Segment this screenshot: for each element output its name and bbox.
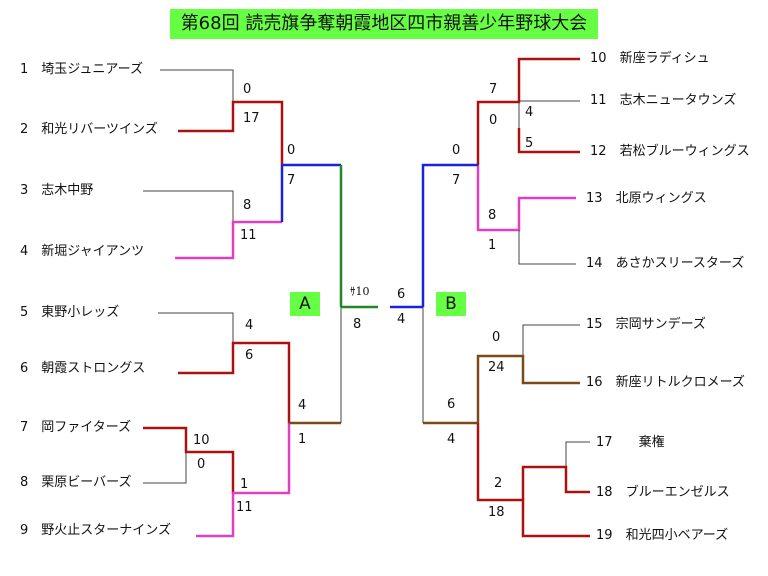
team-15: 15 宗岡サンデーズ [586,317,706,332]
score-team-2: 17 [243,111,260,126]
team-5: 5 東野小レッズ [20,305,120,320]
score-final-right-top: 6 [397,287,406,302]
line-team-4-win [175,220,282,260]
line-team-5 [158,312,234,343]
line-team-16-win [476,354,580,423]
score-team-18: 2 [494,476,503,491]
team-17: 17 棄権 [596,435,665,450]
score-r2-bottom: 7 [287,173,296,188]
line-team-2-win [178,100,284,165]
score-team-11: 4 [525,105,534,120]
line-team-6-win [178,341,291,423]
score-r3-bottom-right-a: 6 [447,397,456,412]
score-team-1: 0 [243,82,252,97]
team-10: 10 新座ラディシュ [590,51,710,66]
line-team-9-win [196,423,291,538]
score-team-16: 24 [488,360,505,375]
score-r2-10-bottom: 0 [489,113,498,128]
score-r2-top: 0 [287,143,296,158]
score-final-right-bottom: 4 [397,312,406,327]
team-16: 16 新座リトルクロメーズ [586,375,745,390]
team-4: 4 新堀ジャイアンツ [20,244,145,259]
half-a-label: A [290,292,320,316]
score-final-left: 8 [353,317,362,332]
team-12: 12 若松ブルーウィングス [590,144,750,159]
team-9: 9 野火止スターナインズ [20,523,172,538]
score-r2-78-bottom: 11 [236,500,253,515]
score-team-10: 7 [489,82,498,97]
half-b-label: B [436,292,466,316]
line-team-19-win [476,423,590,538]
score-team-13: 8 [488,208,497,223]
score-team-15: 0 [492,330,501,345]
team-13: 13 北原ウィングス [586,191,707,206]
score-team-12: 5 [525,136,534,151]
score-r3-top: 4 [298,398,307,413]
team-2: 2 和光リバーツインズ [20,122,158,137]
score-team-7: 10 [193,433,210,448]
score-r3-bottom: 1 [298,432,307,447]
line-team-12-win [517,128,580,154]
line-team-1 [160,69,234,102]
score-r3-top-right-b: 7 [452,173,461,188]
line-team-8 [143,452,187,484]
score-r3-bottom-right-b: 4 [447,432,456,447]
team-7: 7 岡ファイターズ [20,420,132,435]
line-right-top [421,163,478,307]
line-team-15 [522,324,580,356]
score-team-4: 11 [240,228,257,243]
score-team-8: 0 [197,457,206,472]
line-team-17 [565,441,590,467]
team-11: 11 志木ニュータウンズ [590,93,737,108]
final-label: ｻ10 [350,285,370,298]
score-r3-top-right-a: 0 [452,143,461,158]
team-14: 14 あさかスリースターズ [586,256,745,271]
team-8: 8 栗原ビーバーズ [20,475,132,490]
score-team-5: 4 [245,318,254,333]
score-team-19: 18 [488,505,505,520]
team-18: 18 ブルーエンゼルス [596,485,730,500]
score-team-3: 8 [243,198,252,213]
team-1: 1 埼玉ジュニアーズ [20,62,143,77]
score-team-6: 6 [245,348,254,363]
line-team-3 [143,190,234,222]
team-19: 19 和光四小ベアーズ [596,528,729,543]
team-3: 3 志木中野 [20,183,94,198]
line-team-18-win [521,465,590,500]
team-6: 6 朝霞ストロングス [20,361,146,376]
line-team-14 [518,230,576,265]
score-r2-78-top: 1 [240,477,249,492]
tournament-title: 第68回 読売旗争奪朝霞地区四市親善少年野球大会 [170,9,598,39]
score-team-14: 1 [488,238,497,253]
